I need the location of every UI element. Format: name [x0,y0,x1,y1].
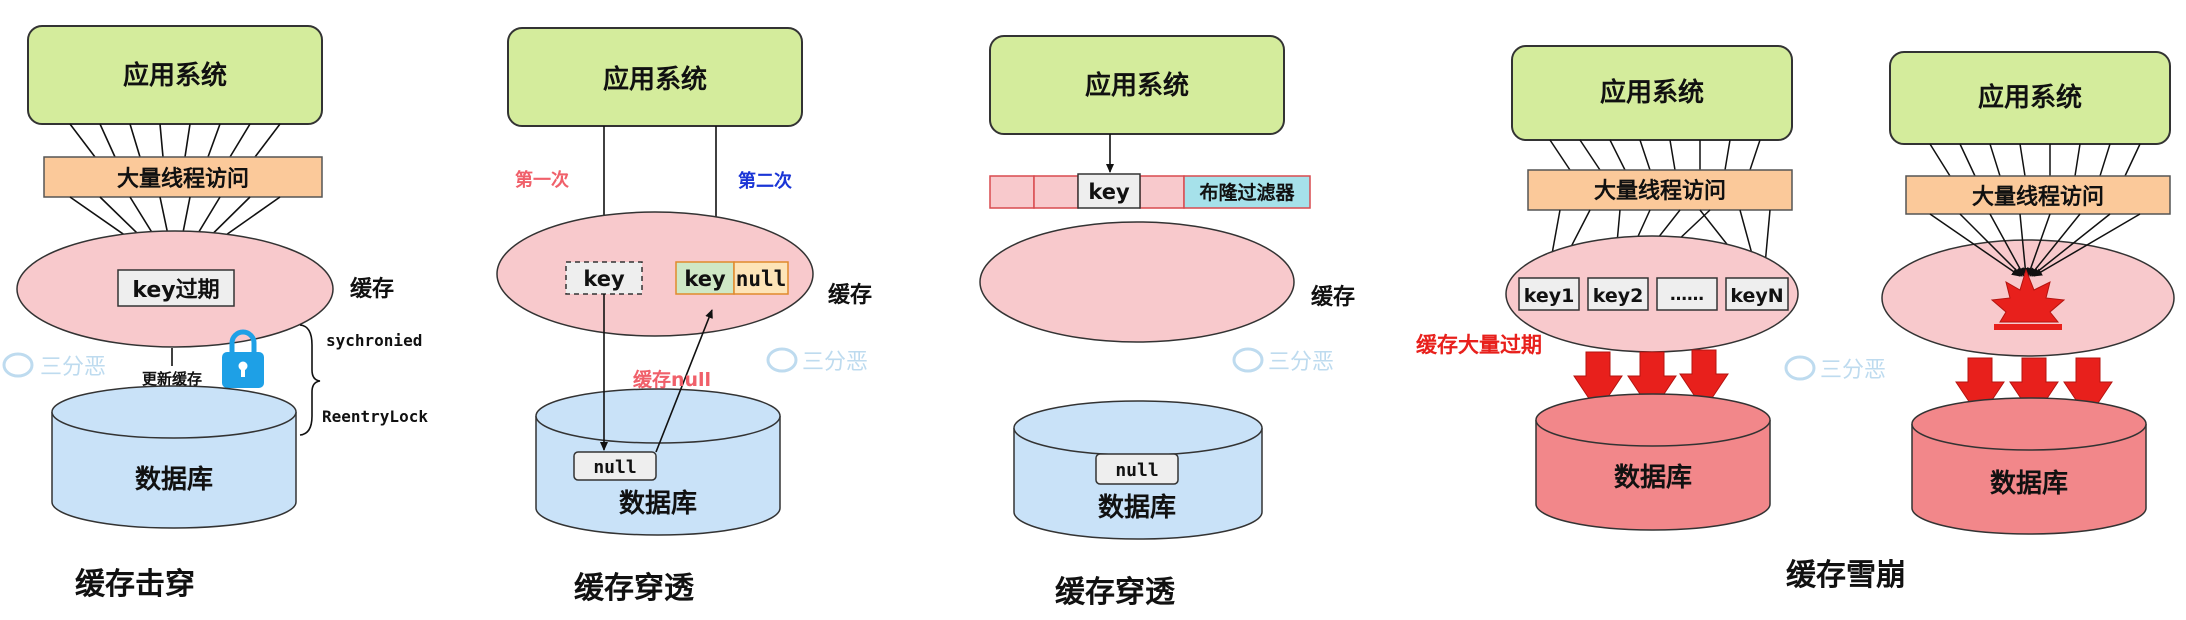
request-lines [69,123,281,158]
panel-cache-penetration-bloom: 应用系统 key 布隆过滤器 缓存 null 数据库 缓存穿透 [979,35,1355,610]
database-label: 数据库 [1098,493,1176,523]
watermark: 三分恶 [1784,355,1886,383]
cache-label: 缓存 [828,282,872,308]
panel-cache-avalanche-down: 应用系统 大量线程访问 [1881,51,2175,535]
svg-text:三分恶: 三分恶 [1268,350,1334,375]
app-system-box [1889,51,2171,145]
threads-box [1905,175,2171,215]
key-item: …… [1670,285,1704,305]
converging-lines [1929,213,2141,277]
database-cylinder [1911,397,2147,535]
request-lines [1549,139,1761,171]
app-system-label: 应用系统 [123,60,227,91]
panel-cache-penetration-null: 应用系统 第一次 第二次 key key null 缓存 null 缓存null… [496,27,872,606]
panel-cache-breakdown: 应用系统 大量线程访问 key过期 缓存 [16,25,428,602]
threads-box [1527,169,1793,211]
key-box [1518,277,1580,311]
red-arrow [1679,349,1729,411]
database-label: 数据库 [135,465,213,495]
brace [299,324,321,436]
database-cylinder [1535,393,1771,531]
key-list: key1 key2 …… keyN [1518,277,1789,311]
cache-ellipse [979,221,1295,343]
null-value-label: null [736,267,787,291]
key-box [1077,173,1141,209]
bloom-filter-box [1183,175,1311,209]
cache-null-arrow [655,309,713,453]
lock-option-synchronized: sychronied [326,331,422,350]
threads-label: 大量线程访问 [1594,178,1726,204]
first-label: 第一次 [515,169,569,191]
app-system-label: 应用系统 [603,64,707,95]
database-cylinder [535,388,781,536]
svg-text:三分恶: 三分恶 [40,355,106,380]
app-system-label: 应用系统 [1085,70,1189,101]
cache-label: 缓存 [1311,284,1355,310]
key-item: keyN [1730,285,1783,307]
cache-ellipse [496,211,814,337]
update-cache-label: 更新缓存 [142,370,202,388]
key-expired-label: key过期 [132,278,219,303]
lock-option-reentrantlock: ReentryLock [322,407,428,426]
watermark: 三分恶 [766,347,868,375]
key-expired-box [117,269,235,307]
bloom-filter-label: 布隆过滤器 [1199,181,1295,204]
threads-label: 大量线程访问 [117,166,249,192]
red-arrow [2063,357,2113,419]
caption-breakdown: 缓存击穿 [75,567,195,602]
svg-text:三分恶: 三分恶 [802,350,868,375]
watermark: 三分恶 [2,352,106,380]
caption-avalanche: 缓存雪崩 [1786,558,1906,593]
red-down-arrows [1573,349,1729,413]
svg-text:三分恶: 三分恶 [1820,358,1886,383]
app-system-box [507,27,803,127]
key-box [1587,277,1649,311]
bloom-filter-bits [989,175,1185,209]
null-value-box [733,261,789,295]
key-box [1656,277,1718,311]
threads-box [43,156,323,198]
db-null-label: null [1115,460,1158,481]
database-label: 数据库 [1990,469,2068,499]
app-system-box [27,25,323,125]
key-label: key [1088,180,1130,204]
database-cylinder [51,385,297,529]
cached-key-label: key [684,267,726,291]
explosion-icon [1990,268,2066,330]
cache-label: 缓存 [350,276,394,302]
key-label: key [583,267,625,291]
lock-icon [222,329,264,388]
db-null-box [573,451,657,481]
key-box-cached [675,261,735,295]
request-lines [1929,143,2141,177]
key-item: key1 [1524,285,1575,307]
db-null-box [1095,453,1179,485]
database-label: 数据库 [619,489,697,519]
cache-null-label: 缓存null [633,368,711,391]
watermark: 三分恶 [1232,347,1334,375]
panel-cache-avalanche-expire: 应用系统 大量线程访问 key1 [1416,45,1799,531]
db-null-label: null [593,457,636,478]
app-system-label: 应用系统 [1600,77,1704,108]
app-system-label: 应用系统 [1978,82,2082,113]
threads-label: 大量线程访问 [1972,184,2104,210]
red-arrow [1573,351,1623,413]
app-system-box [1511,45,1793,141]
app-system-box [989,35,1285,135]
key-box [1725,277,1789,311]
red-down-arrows [1955,357,2113,419]
caption-penetration: 缓存穿透 [574,571,694,606]
second-label: 第二次 [738,170,792,192]
caption-penetration-bloom: 缓存穿透 [1055,575,1175,610]
mass-expire-label: 缓存大量过期 [1416,333,1542,357]
database-label: 数据库 [1614,463,1692,493]
key-item: key2 [1593,285,1644,307]
